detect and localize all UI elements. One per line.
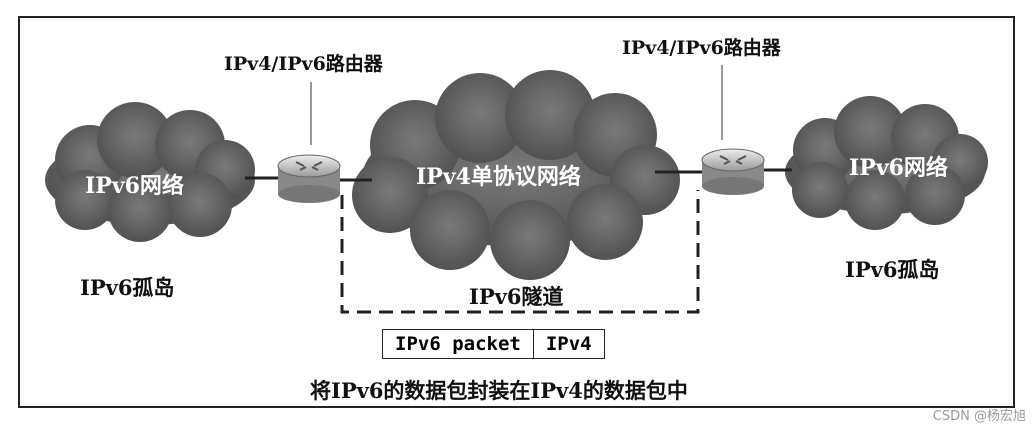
packet-payload: IPv6 packet	[395, 333, 521, 355]
tunnel-label: IPv6隧道	[469, 284, 564, 309]
left-island-label: IPv6孤岛	[80, 275, 175, 300]
right-router-icon	[701, 148, 765, 195]
diagram-caption: 将IPv6的数据包封装在IPv4的数据包中	[310, 378, 688, 403]
packet-ipv4-header: IPv4	[532, 330, 604, 358]
right-cloud	[785, 96, 988, 230]
center-cloud-label: IPv4单协议网络	[416, 164, 581, 190]
center-cloud	[352, 70, 680, 280]
right-router-label: IPv4/IPv6路由器	[622, 37, 781, 59]
left-cloud	[45, 102, 255, 242]
encapsulated-packet: IPv6 packet IPv4	[382, 329, 605, 359]
left-router-icon	[277, 154, 341, 203]
right-cloud-label: IPv6网络	[849, 155, 948, 181]
left-router-label: IPv4/IPv6路由器	[224, 53, 383, 75]
watermark: CSDN @杨宏旭	[932, 409, 1026, 424]
right-island-label: IPv6孤岛	[845, 257, 940, 282]
ipv6-tunnel-path	[340, 190, 700, 314]
left-cloud-label: IPv6网络	[85, 173, 184, 199]
